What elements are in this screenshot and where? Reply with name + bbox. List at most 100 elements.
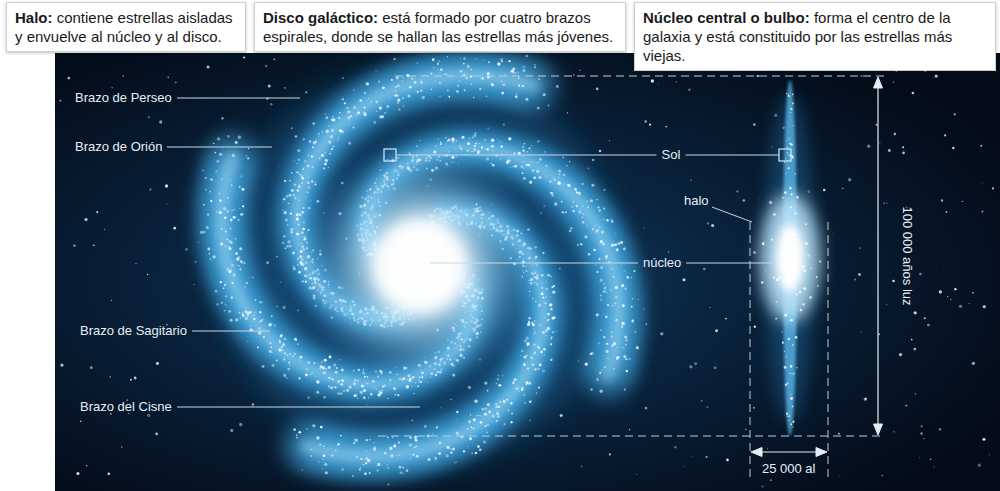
star (207, 248, 210, 251)
star (254, 299, 256, 301)
star (225, 295, 227, 297)
star (297, 163, 298, 164)
star (706, 406, 708, 408)
star (368, 397, 369, 398)
star (247, 157, 249, 159)
star (296, 233, 299, 236)
star (221, 228, 222, 229)
star (245, 310, 248, 313)
star (260, 320, 262, 322)
star (403, 105, 404, 106)
star (939, 428, 942, 431)
star (207, 65, 210, 68)
star (753, 123, 756, 126)
star (353, 106, 356, 109)
star (292, 355, 294, 357)
star (310, 374, 311, 375)
star (460, 70, 463, 73)
star (220, 242, 223, 245)
star (709, 307, 710, 308)
star (312, 372, 314, 374)
star (107, 473, 110, 476)
arm-stars (200, 56, 639, 477)
star (166, 203, 168, 205)
star (239, 247, 242, 250)
star (213, 255, 216, 258)
star (331, 378, 334, 381)
star (893, 133, 895, 135)
star (919, 457, 921, 459)
star (323, 371, 326, 374)
star (422, 96, 425, 99)
star (943, 266, 945, 268)
star (278, 348, 281, 351)
star (902, 152, 905, 155)
star (448, 96, 450, 98)
star (224, 284, 226, 286)
star (305, 91, 307, 93)
star (208, 253, 210, 255)
star (508, 60, 510, 62)
star (76, 472, 79, 475)
star (309, 140, 312, 143)
star (302, 168, 304, 170)
star (754, 325, 756, 327)
star (368, 98, 369, 99)
star (235, 318, 238, 321)
star (921, 425, 923, 427)
star (244, 286, 246, 288)
star (374, 387, 375, 388)
star (331, 129, 334, 132)
star (324, 152, 326, 154)
star (356, 114, 357, 115)
star (260, 320, 262, 322)
star (292, 252, 295, 255)
star (297, 343, 299, 345)
star (329, 142, 331, 144)
star (291, 172, 293, 174)
outer-glow (220, 66, 620, 466)
star (195, 261, 197, 263)
star (839, 475, 841, 477)
star (326, 130, 329, 133)
star (767, 448, 768, 449)
star (226, 238, 228, 240)
star (269, 350, 272, 353)
star (915, 393, 917, 395)
arm-cloud (278, 418, 334, 474)
star (387, 483, 389, 485)
star (255, 312, 256, 313)
star (905, 405, 907, 407)
star (337, 380, 339, 382)
star (402, 97, 404, 99)
star (609, 140, 610, 141)
star (396, 76, 399, 79)
star (790, 397, 792, 399)
star (978, 464, 981, 467)
star (366, 382, 368, 384)
star (313, 141, 316, 144)
star-field (59, 55, 994, 488)
star (437, 63, 439, 65)
star (475, 58, 476, 59)
star (411, 77, 413, 79)
star (296, 213, 299, 216)
star (644, 120, 646, 122)
star (879, 142, 880, 143)
star (377, 393, 380, 396)
star (409, 86, 412, 89)
star (330, 386, 333, 389)
star (219, 199, 222, 202)
star (298, 159, 300, 161)
star (753, 407, 755, 409)
glow (220, 66, 620, 466)
star (308, 176, 309, 177)
star (913, 348, 916, 351)
star (348, 142, 351, 145)
star (231, 210, 232, 211)
arm-cloud (204, 129, 260, 185)
star (370, 101, 372, 103)
star (228, 310, 231, 313)
star (886, 202, 888, 204)
star (381, 115, 384, 118)
